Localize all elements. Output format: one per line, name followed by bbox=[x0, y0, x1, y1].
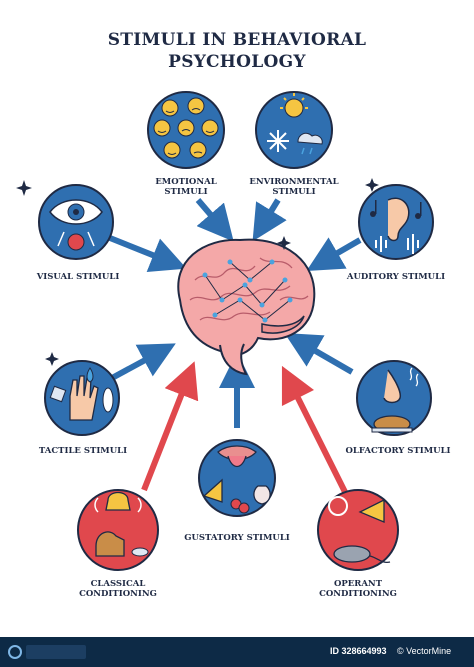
label-operant-conditioning: OPERANT CONDITIONING bbox=[308, 579, 408, 599]
label-classical-line1: CLASSICAL bbox=[90, 579, 146, 589]
classical-conditioning-icon bbox=[77, 489, 159, 571]
visual-stimuli-icon bbox=[38, 184, 114, 260]
emotional-stimuli-icon bbox=[147, 91, 225, 169]
label-emotional-line1: EMOTIONAL bbox=[155, 177, 217, 187]
brain-illustration bbox=[177, 238, 316, 376]
environmental-stimuli-icon bbox=[255, 91, 333, 169]
image-id: ID 328664993 bbox=[330, 646, 387, 656]
label-gustatory-stimuli: GUSTATORY STIMULI bbox=[184, 533, 290, 543]
copyright-text: © VectorMine bbox=[397, 646, 452, 656]
diagram-artwork bbox=[16, 91, 434, 571]
label-environmental-stimuli: ENVIRONMENTAL STIMULI bbox=[239, 177, 349, 197]
gustatory-stimuli-icon bbox=[198, 439, 276, 517]
label-environmental-line2: STIMULI bbox=[272, 187, 316, 197]
label-olfactory-stimuli: OLFACTORY STIMULI bbox=[345, 446, 451, 456]
label-emotional-stimuli: EMOTIONAL STIMULI bbox=[136, 177, 236, 197]
red-arrows bbox=[141, 361, 348, 494]
tactile-stimuli-icon bbox=[44, 360, 120, 436]
label-operant-line2: CONDITIONING bbox=[319, 589, 397, 599]
title-line-2: PSYCHOLOGY bbox=[168, 52, 306, 72]
label-tactile-stimuli: TACTILE STIMULI bbox=[38, 446, 128, 456]
label-environmental-line1: ENVIRONMENTAL bbox=[249, 177, 339, 187]
operant-conditioning-icon bbox=[317, 489, 399, 571]
label-visual-stimuli: VISUAL STIMULI bbox=[36, 272, 120, 282]
stock-logo-icon bbox=[8, 645, 22, 659]
label-operant-line1: OPERANT bbox=[333, 579, 383, 589]
auditory-stimuli-icon bbox=[358, 184, 434, 260]
title-line-1: STIMULI IN BEHAVIORAL bbox=[107, 30, 367, 50]
label-classical-conditioning: CLASSICAL CONDITIONING bbox=[68, 579, 168, 599]
label-classical-line2: CONDITIONING bbox=[79, 589, 157, 599]
label-auditory-stimuli: AUDITORY STIMULI bbox=[346, 272, 446, 282]
label-emotional-line2: STIMULI bbox=[164, 187, 208, 197]
stock-wordmark-icon bbox=[26, 645, 86, 659]
footer-bar: ID 328664993 © VectorMine bbox=[0, 637, 474, 667]
sparkles-decoration bbox=[16, 178, 379, 366]
blue-arrows bbox=[108, 198, 362, 428]
olfactory-stimuli-icon bbox=[356, 360, 432, 436]
